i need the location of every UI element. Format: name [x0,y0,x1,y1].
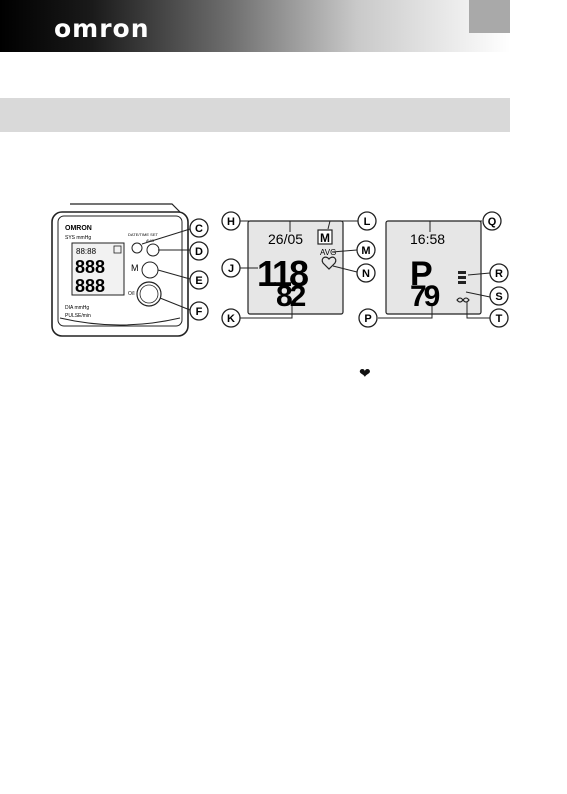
avg-button[interactable] [146,243,160,257]
callout-labels: C D E F H J K L M N P Q R S T [189,211,509,328]
irregular-heartbeat-icon [456,297,470,303]
memory-symbol: M [320,231,330,245]
svg-text:C: C [195,223,203,235]
callout-f: F [189,301,209,321]
svg-text:T: T [496,313,503,325]
avg-symbol: AVG [320,248,336,257]
svg-text:888: 888 [75,276,105,296]
callout-m: M [356,240,376,260]
svg-text:Q: Q [488,216,497,228]
power-label: O/I [128,291,135,297]
monitor-unit: OMRON SYS mmHg 88:88 888 888 DIA mmHg PU… [51,203,189,337]
callout-d: D [189,241,209,261]
device-pulse-label: PULSE/min [65,313,91,319]
svg-text:S: S [495,291,502,303]
device-dia-label: DIA mmHg [65,305,89,311]
device-lcd [71,242,125,296]
svg-text:88:88: 88:88 [76,247,97,256]
callout-p: P [358,308,378,328]
deflation-indicator-icon [458,271,466,284]
svg-text:F: F [196,306,203,318]
lcd-systolic: 118 [257,253,308,294]
callout-n: N [356,263,376,283]
svg-text:K: K [227,313,235,325]
memory-button[interactable] [141,261,159,279]
svg-text:J: J [228,263,234,275]
device-avg-label: AVG [146,238,154,243]
lcd-pulse: 79 [410,280,440,313]
heart-symbol-icon [321,256,337,270]
svg-text:888: 888 [75,257,105,277]
callout-r: R [489,263,509,283]
lcd-display-right: 16:58 P 79 [385,220,482,315]
lcd-time: 16:58 [410,231,445,247]
omron-logo: omron [54,14,150,43]
callout-s: S [489,286,509,306]
svg-text:N: N [362,268,370,280]
memory-button-label: M [131,263,139,273]
svg-text:M: M [361,245,370,257]
callout-l: L [357,211,377,231]
header-band: omron [0,0,510,52]
callout-c: C [189,218,209,238]
datetime-set-button[interactable] [131,242,143,254]
svg-text:L: L [364,216,371,228]
lcd-date: 26/05 [268,231,303,247]
start-stop-button[interactable] [136,281,162,307]
heart-icon: ❤ [359,366,371,382]
svg-text:R: R [495,268,503,280]
svg-text:E: E [195,275,202,287]
callout-k: K [221,308,241,328]
callout-t: T [489,308,509,328]
callout-q: Q [482,211,502,231]
lcd-pulse-symbol: P [410,255,433,293]
device-sys-label: SYS mmHg [65,235,91,241]
device-brand-label: OMRON [65,225,92,232]
svg-text:D: D [195,246,203,258]
memory-symbol-box [317,229,333,245]
svg-text:P: P [364,313,371,325]
callout-h: H [221,211,241,231]
section-heading-bar [0,98,510,132]
page-tab-marker [469,0,510,33]
callout-e: E [189,270,209,290]
lcd-display-left: 26/05 M AVG 118 82 [247,220,344,315]
svg-text:H: H [227,216,235,228]
lcd-diastolic: 82 [276,280,306,313]
device-datetime-set-label: DATE/TIME SET [128,232,158,237]
callout-j: J [221,258,241,278]
